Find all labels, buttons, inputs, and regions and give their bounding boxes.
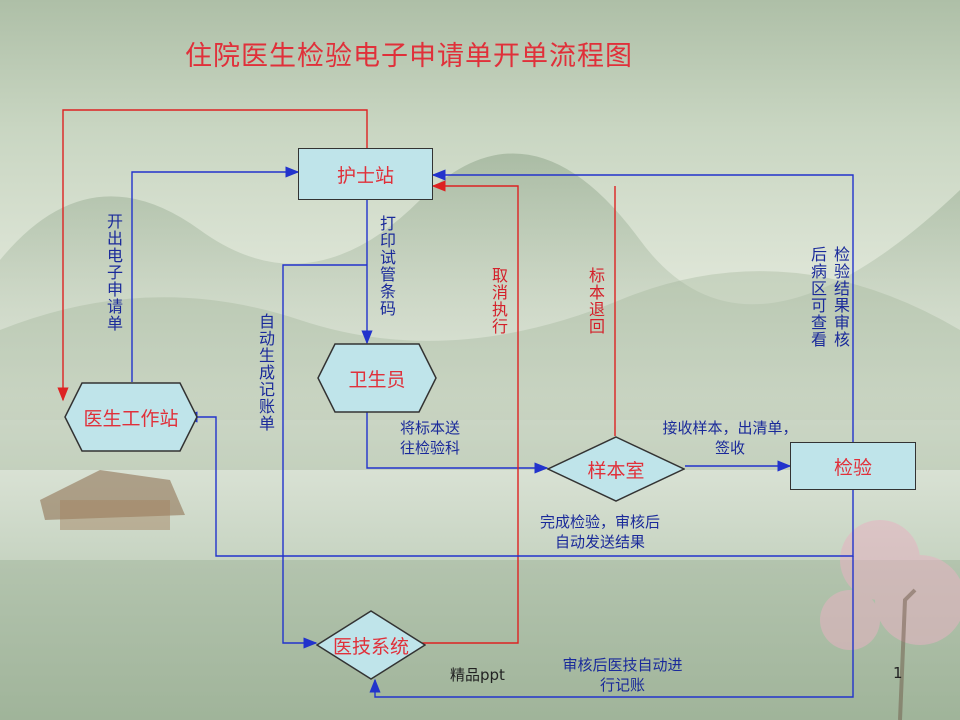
label-print-barcode: 打印试管条码 bbox=[377, 215, 396, 317]
node-nurse-station: 护士站 bbox=[298, 148, 433, 200]
blue-line-doctor-to-nurse bbox=[131, 166, 300, 382]
label-open-request: 开出电子申请单 bbox=[104, 213, 123, 332]
node-doctor-station: 医生工作站 bbox=[83, 407, 179, 430]
node-sample-room-shape bbox=[547, 436, 685, 502]
page-title: 住院医生检验电子申请单开单流程图 bbox=[185, 41, 633, 72]
label-send-specimen-line1: 将标本送 bbox=[399, 419, 460, 437]
node-med-tech-shape bbox=[316, 610, 426, 680]
blue-line-orderly-to-sample bbox=[366, 412, 549, 474]
red-line-cancel bbox=[420, 180, 519, 644]
label-specimen-return: 标本退回 bbox=[586, 267, 605, 335]
blue-line-auto-billing bbox=[282, 264, 367, 649]
label-lab-result-review: 检验结果审核 bbox=[831, 246, 850, 348]
label-send-specimen: 将标本送 往检验科 bbox=[385, 418, 475, 458]
node-lab: 检验 bbox=[790, 442, 916, 490]
label-complete-line2: 自动发送结果 bbox=[554, 533, 645, 551]
label-billing-line2: 行记账 bbox=[599, 676, 645, 694]
label-auto-billing: 自动生成记账单 bbox=[256, 313, 275, 432]
node-doctor-station-shape bbox=[64, 382, 198, 452]
page-number: 1 bbox=[893, 664, 903, 682]
label-receive: 接收样本，出清单， 签收 bbox=[640, 418, 820, 458]
label-billing-line1: 审核后医技自动进 bbox=[562, 656, 683, 674]
label-receive-line2: 签收 bbox=[714, 439, 745, 457]
label-ward-view: 后病区可查看 bbox=[808, 246, 827, 348]
label-complete: 完成检验，审核后 自动发送结果 bbox=[515, 512, 685, 552]
node-med-tech: 医技系统 bbox=[332, 635, 409, 658]
blue-line-lab-to-doctor bbox=[183, 411, 854, 557]
blue-line-lab-to-medtech bbox=[369, 556, 854, 698]
label-receive-line1: 接收样本，出清单， bbox=[662, 419, 798, 437]
node-sample-room: 样本室 bbox=[587, 459, 645, 482]
node-orderly: 卫生员 bbox=[348, 368, 406, 391]
blue-line-lab-to-nurse bbox=[431, 169, 854, 442]
label-cancel: 取消执行 bbox=[489, 267, 508, 335]
node-orderly-shape bbox=[317, 343, 437, 413]
label-send-specimen-line2: 往检验科 bbox=[399, 439, 460, 457]
red-line-nurse-to-doctor bbox=[57, 109, 368, 402]
footer-watermark: 精品ppt bbox=[450, 666, 505, 684]
label-complete-line1: 完成检验，审核后 bbox=[539, 513, 660, 531]
label-billing: 审核后医技自动进 行记账 bbox=[535, 655, 710, 695]
